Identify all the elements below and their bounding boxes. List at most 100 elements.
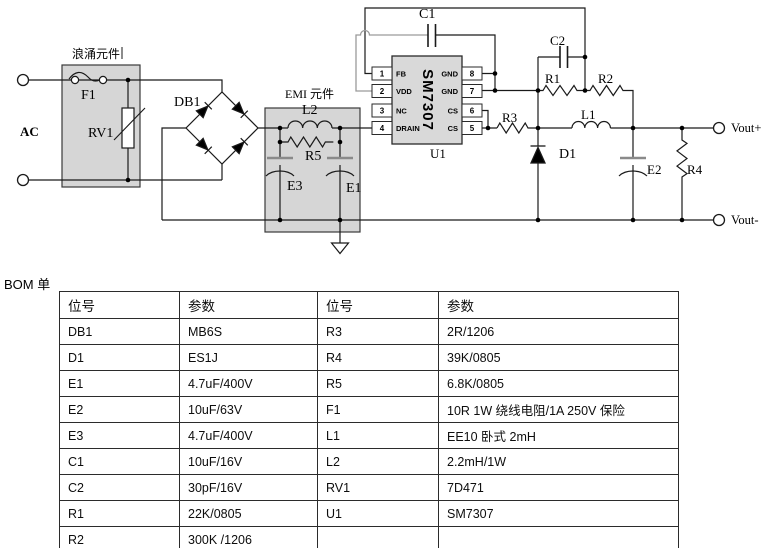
wires	[28, 7, 714, 243]
bom-row: E3 4.7uF/400V L1 EE10 卧式 2mH	[59, 422, 679, 449]
ground-icon	[330, 242, 350, 255]
bom-cell: R5	[317, 370, 439, 397]
bom-cell: U1	[317, 500, 439, 527]
pin-number: 5	[470, 124, 475, 133]
terminals	[16, 73, 726, 227]
diode-d1-symbol	[529, 145, 547, 164]
bom-cell: 7D471	[438, 474, 679, 501]
ic-part-number: SM7307	[419, 69, 436, 131]
label-vout-minus: Vout-	[731, 213, 759, 227]
label-c1: C1	[419, 7, 435, 22]
bom-cell: D1	[59, 344, 180, 371]
label-e1: E1	[346, 181, 362, 196]
pin-label-gnd8: GND	[441, 70, 458, 79]
pin-number: 7	[470, 87, 475, 96]
pin-label-cs6: CS	[448, 107, 458, 116]
bom-cell: RV1	[317, 474, 439, 501]
bom-header-designator-1: 位号	[59, 291, 180, 319]
label-e3: E3	[287, 179, 303, 194]
bom-cell: R2	[59, 526, 180, 548]
pin-label-gnd7: GND	[441, 87, 458, 96]
pin-label-drain: DRAIN	[396, 124, 420, 133]
label-db1: DB1	[174, 95, 200, 110]
bom-header-row: 位号 参数 位号 参数	[59, 291, 679, 319]
label-c2: C2	[550, 33, 565, 48]
label-rv1: RV1	[88, 126, 113, 141]
bom-cell: C2	[59, 474, 180, 501]
varistor-symbol	[113, 107, 146, 149]
capacitor-plates	[427, 24, 569, 68]
bom-cell: 2R/1206	[438, 318, 679, 345]
bom-cell	[438, 526, 679, 548]
bom-cell: 300K /1206	[179, 526, 318, 548]
bom-cell: R3	[317, 318, 439, 345]
label-r4: R4	[687, 162, 703, 177]
bom-row: DB1 MB6S R3 2R/1206	[59, 318, 679, 345]
label-vout-plus: Vout+	[731, 121, 761, 135]
bom-cell: F1	[317, 396, 439, 423]
circuit-schematic: SM7307 1 2 3 4 8 7 6 5 FB VDD NC	[16, 7, 761, 255]
pin-label-nc: NC	[396, 107, 407, 116]
bom-cell: R1	[59, 500, 180, 527]
bom-cell: 30pF/16V	[179, 474, 318, 501]
pin-label-vdd: VDD	[396, 87, 412, 96]
pin-number: 1	[380, 70, 385, 79]
label-l2: L2	[302, 103, 318, 118]
ic-u1: SM7307 1 2 3 4 8 7 6 5 FB VDD NC	[371, 55, 483, 145]
bom-cell: 2.2mH/1W	[438, 448, 679, 475]
pin-label-cs5: CS	[448, 124, 458, 133]
bom-row: C1 10uF/16V L2 2.2mH/1W	[59, 448, 679, 475]
bom-cell: L2	[317, 448, 439, 475]
bom-row: R1 22K/0805 U1 SM7307	[59, 500, 679, 527]
ac-terminal-bottom	[16, 173, 30, 187]
pin-number: 6	[470, 107, 475, 116]
bom-cell: EE10 卧式 2mH	[438, 422, 679, 449]
bom-cell: E2	[59, 396, 180, 423]
bom-cell: MB6S	[179, 318, 318, 345]
pin-label-fb: FB	[396, 70, 407, 79]
bom-cell: ES1J	[179, 344, 318, 371]
bom-cell: L1	[317, 422, 439, 449]
label-f1: F1	[81, 88, 96, 103]
ac-label: AC	[20, 124, 39, 139]
vout-minus-terminal	[712, 213, 726, 227]
label-r1: R1	[545, 71, 560, 86]
bom-row: R2 300K /1206	[59, 526, 679, 548]
label-u1: U1	[430, 146, 446, 161]
label-r5: R5	[305, 149, 321, 164]
bom-row: E1 4.7uF/400V R5 6.8K/0805	[59, 370, 679, 397]
bom-row: E2 10uF/63V F1 10R 1W 绕线电阻/1A 250V 保险	[59, 396, 679, 423]
bom-cell: 6.8K/0805	[438, 370, 679, 397]
bom-cell: DB1	[59, 318, 180, 345]
bom-cell: 39K/0805	[438, 344, 679, 371]
bom-cell: 22K/0805	[179, 500, 318, 527]
vout-plus-terminal	[712, 121, 726, 135]
bom-cell: R4	[317, 344, 439, 371]
bom-cell: 10uF/63V	[179, 396, 318, 423]
label-l1: L1	[581, 107, 595, 122]
bom-cell: 10uF/16V	[179, 448, 318, 475]
bom-title: BOM 单	[4, 277, 51, 292]
bom-cell: E3	[59, 422, 180, 449]
bom-cell: 4.7uF/400V	[179, 422, 318, 449]
vdd-loop-wire	[355, 29, 428, 92]
pin-number: 2	[380, 87, 385, 96]
bridge-diodes	[195, 101, 249, 155]
bom-cell: E1	[59, 370, 180, 397]
bom-header-parameter-1: 参数	[179, 291, 318, 319]
bom-cell: 10R 1W 绕线电阻/1A 250V 保险	[438, 396, 679, 423]
bom-cell	[317, 526, 439, 548]
label-e2: E2	[647, 162, 661, 177]
surge-section-label: 浪涌元件	[72, 46, 120, 61]
bom-row: C2 30pF/16V RV1 7D471	[59, 474, 679, 501]
bom-cell: SM7307	[438, 500, 679, 527]
label-r3: R3	[502, 110, 517, 125]
pin-number: 3	[380, 107, 385, 116]
emi-section-label: EMI 元件	[285, 87, 334, 101]
label-r2: R2	[598, 71, 613, 86]
junction-dots	[125, 54, 685, 223]
pin-number: 8	[470, 70, 475, 79]
bom-cell: C1	[59, 448, 180, 475]
fuse-symbol	[68, 71, 108, 85]
